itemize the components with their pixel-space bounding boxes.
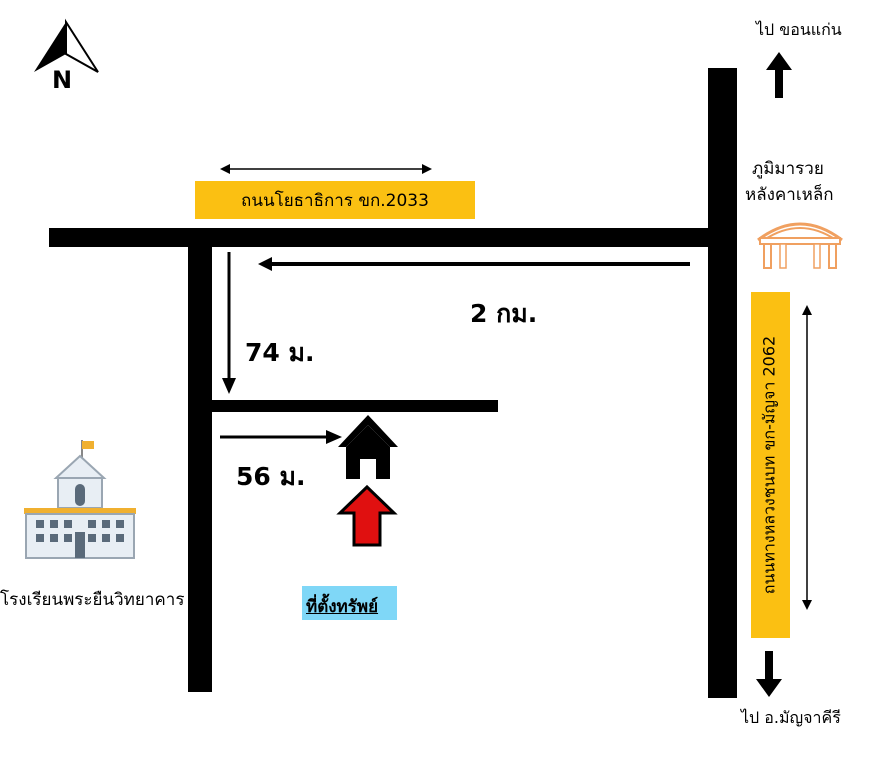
main-road-horizontal [49,228,737,247]
property-marker-arrow [336,484,398,547]
side-road-vertical [188,240,212,692]
main-road-distance: 2 กม. [470,299,538,328]
right-road-sign [751,292,790,638]
top-road-span-arrow [220,164,432,174]
pavilion-icon [757,222,843,269]
destination-north: ไป ขอนแก่น [756,20,842,39]
school-building-icon [24,440,136,559]
pavilion-label-line2: หลังคาเหล็ก [745,185,834,205]
top-road-name: ถนนโยธาธิการ ขก.2033 [241,190,429,211]
highway-vertical [708,68,737,698]
house-icon [338,415,398,479]
side-road-distance: 74 ม. [245,338,315,367]
house-distance: 56 ม. [236,462,306,491]
right-road-span-arrow [802,305,812,610]
house-lane [208,400,498,412]
side-road-down-arrow [222,252,236,394]
top-road-sign: ถนนโยธาธิการ ขก.2033 [195,181,475,219]
north-arrow-icon [34,18,99,73]
arrow-up-icon [766,52,792,98]
property-label-highlight [302,586,397,620]
arrow-down-icon [756,651,782,697]
lane-arrow [220,430,342,444]
right-road-name: ถนนทางหลวงชนบท ขก-มัญจา 2062 [759,335,779,595]
pavilion-label-line1: ภูมิมารวย [752,159,824,179]
school-label: โรงเรียนพระยืนวิทยาคาร [0,590,185,610]
destination-south: ไป อ.มัญจาคีรี [741,708,841,727]
property-label: ที่ตั้งทรัพย์ [306,597,379,617]
main-road-arrow [258,257,690,271]
north-label: N [52,66,73,94]
